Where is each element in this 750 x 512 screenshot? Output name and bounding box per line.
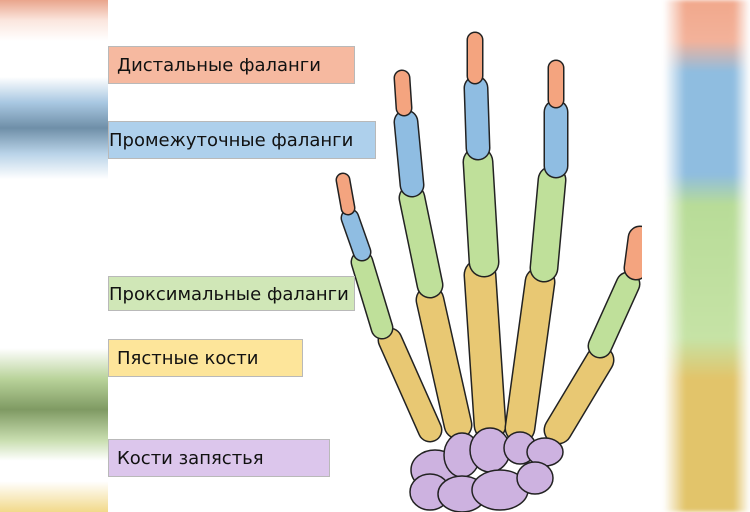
carpal-bone-9 xyxy=(517,462,553,494)
ring-distal-bone xyxy=(402,78,404,108)
label-distal-phalanges: Дистальные фаланги xyxy=(108,46,355,84)
pinky-distal-bone xyxy=(343,180,348,208)
label-carpals: Кости запястья xyxy=(108,439,330,477)
thumb-metacarpal-bone xyxy=(558,360,600,430)
middle-intermediate-bone xyxy=(476,88,478,148)
pinky-metacarpal-bone xyxy=(390,340,430,430)
label-metacarpals: Пястные кости xyxy=(108,339,303,377)
label-proximal-phalanges: Проксимальные фаланги xyxy=(108,276,355,311)
pinky-intermediate-bone xyxy=(350,218,362,252)
index-metacarpal-bone xyxy=(520,282,540,428)
middle-metacarpal-bone xyxy=(480,275,490,425)
index-proximal-bone xyxy=(544,180,552,268)
pinky-proximal-bone xyxy=(362,262,382,328)
thumb-distal-bone xyxy=(636,238,640,268)
label-intermediate-phalanges: Промежуточные фаланги xyxy=(108,121,376,159)
blurred-background-right xyxy=(642,0,750,512)
ring-metacarpal-bone xyxy=(430,300,458,425)
ring-proximal-bone xyxy=(412,198,430,285)
ring-intermediate-bone xyxy=(406,122,412,185)
thumb-proximal-bone xyxy=(600,284,628,346)
middle-proximal-bone xyxy=(478,162,484,262)
blurred-background-left xyxy=(0,0,108,512)
